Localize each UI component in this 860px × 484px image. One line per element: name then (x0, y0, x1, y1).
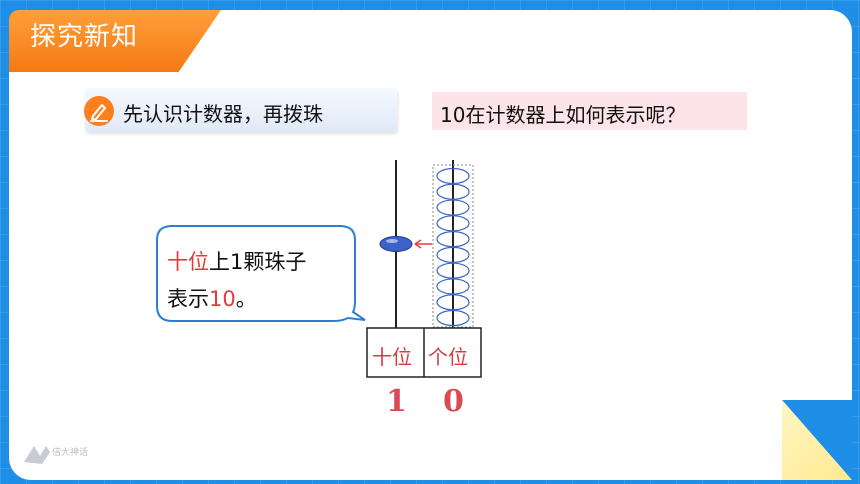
callout-emphasis-value: 10 (209, 287, 236, 311)
question-box (432, 92, 747, 130)
ones-bead-frame (432, 164, 474, 328)
page-title: 探究新知 (30, 22, 139, 52)
logo-icon (24, 446, 50, 464)
callout-emphasis-tens: 十位 (167, 250, 209, 274)
logo-text: 倍大神话 (52, 448, 89, 458)
question-text: 10在计数器上如何表示呢？ (440, 103, 686, 127)
tens-digit: 1 (386, 384, 407, 419)
ones-digit: 0 (443, 384, 464, 419)
speech-bubble (156, 225, 366, 322)
task-instruction-box (85, 88, 397, 132)
ones-place-label: 个位 (428, 345, 468, 369)
callout-text: 。 (235, 287, 257, 311)
ones-bead-outline (436, 199, 470, 216)
ones-bead-outline (436, 309, 470, 327)
callout-line-1: 十位上1颗珠子 (167, 246, 306, 276)
callout-text: 表示 (167, 287, 209, 311)
ones-bead-outline (436, 183, 470, 200)
callout-line-2: 表示10。 (167, 283, 257, 313)
ones-bead-outline (436, 215, 470, 232)
ones-bead-stack (436, 167, 470, 327)
tens-place-label: 十位 (372, 345, 412, 369)
ones-bead-outline (436, 246, 470, 263)
pencil-icon (84, 96, 114, 126)
ones-bead-outline (436, 262, 470, 279)
task-instruction-text: 先认识计数器，再拨珠 (123, 102, 323, 126)
ones-bead-outline (436, 167, 470, 185)
ones-bead-outline (436, 231, 470, 248)
callout-text: 上1颗珠子 (209, 250, 307, 274)
tens-bead (379, 236, 413, 252)
ones-bead-outline (436, 278, 470, 295)
ones-bead-outline (436, 294, 470, 311)
